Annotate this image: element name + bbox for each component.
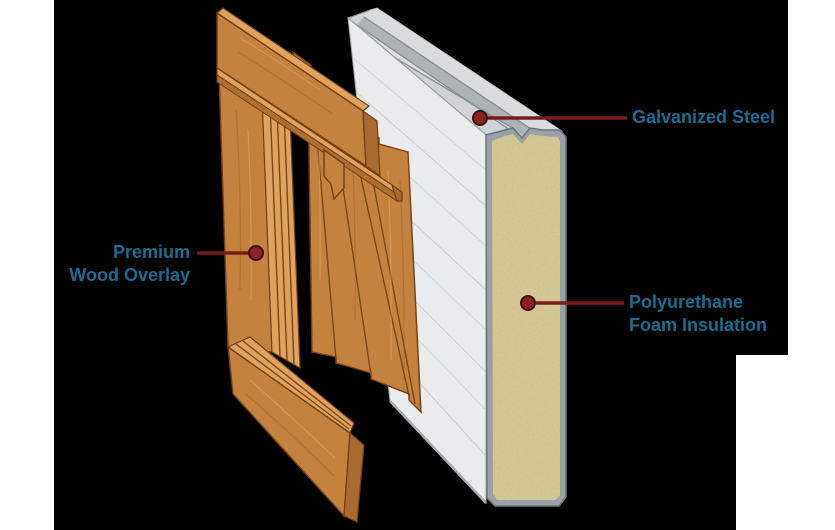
label-premium-line2: Wood Overlay xyxy=(69,265,190,285)
wood-frame xyxy=(216,7,403,523)
frame-top-rail xyxy=(216,7,403,203)
steel-top-surface xyxy=(347,7,564,140)
leader-lines xyxy=(197,110,627,311)
steel-end-cap xyxy=(485,127,567,507)
label-premium-wood-overlay: Premium Wood Overlay xyxy=(69,241,190,287)
leader-dot-wood xyxy=(248,245,264,261)
label-polyurethane-foam-insulation: Polyurethane Foam Insulation xyxy=(629,291,767,337)
label-foam-line2: Foam Insulation xyxy=(629,315,768,335)
label-galvanized-steel: Galvanized Steel xyxy=(632,107,776,127)
frame-bottom-rail xyxy=(226,336,365,523)
label-foam-line1: Polyurethane xyxy=(629,292,744,312)
leader-dot-foam xyxy=(520,295,536,311)
label-premium-line1: Premium xyxy=(112,242,190,262)
rail-end-profile xyxy=(323,148,345,201)
leader-dot-steel xyxy=(472,110,488,126)
